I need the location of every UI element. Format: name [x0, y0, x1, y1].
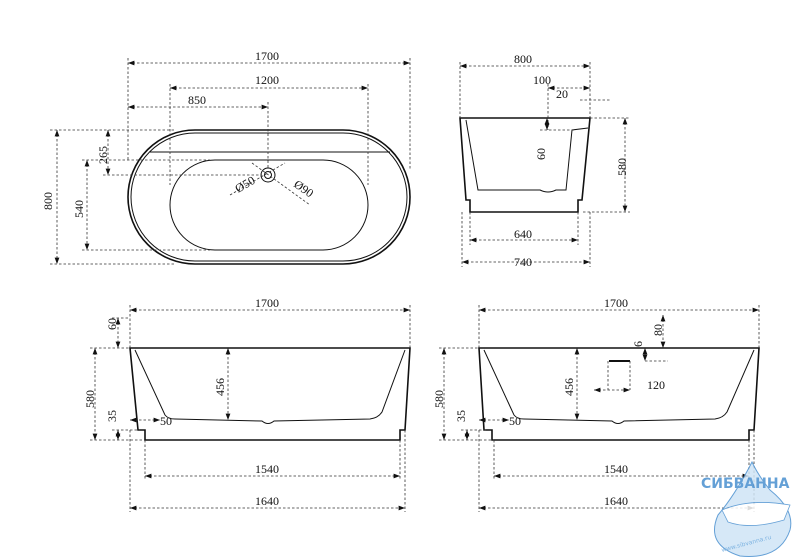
dim-side-step: 35: [105, 410, 119, 422]
dim-end-rim-width: 100: [533, 73, 551, 87]
tub-outer-rim: [127, 129, 411, 265]
side-view-left: 1700 60 580 456 35 50 1540 1640: [83, 296, 411, 512]
dim-plan-length: 1700: [255, 49, 279, 63]
dim-plan-basin-width: 540: [72, 200, 86, 218]
dim-end-rim-lip: 20: [556, 87, 568, 101]
dim-side-length: 1700: [255, 296, 279, 310]
dim-side-length: 1700: [604, 296, 628, 310]
basin-outline: [169, 159, 369, 251]
dim-side-rim: 60: [105, 318, 119, 330]
dim-side-base-inner: 1540: [255, 462, 279, 476]
dim-plan-drain-side: 265: [96, 146, 110, 164]
side-outer: [129, 347, 411, 441]
plan-view: Ø50 Ø90 1700 1200 850 800 540 265: [41, 49, 411, 265]
dim-drain-90: Ø90: [291, 177, 316, 200]
watermark-logo: СИБВАННА www.sibvanna.ru: [701, 460, 792, 557]
dim-end-base: 740: [514, 255, 532, 269]
dim-side-depth: 456: [213, 378, 227, 396]
dim-side-height: 580: [83, 390, 97, 408]
dim-side-height: 580: [432, 390, 446, 408]
dim-side-depth: 456: [562, 378, 576, 396]
dim-drain-50: Ø50: [233, 173, 258, 195]
end-view: 800 100 20 60 580 640 740: [459, 52, 630, 269]
dim-plan-basin-length: 1200: [255, 73, 279, 87]
dim-side-base: 1640: [604, 494, 628, 508]
dim-plan-drain-offset: 850: [188, 93, 206, 107]
end-inner: [465, 119, 589, 193]
side-view-right: 1700 80 6 580 456 120 35 50 1540 1640: [432, 296, 760, 512]
tub-rim-inner-edge: [130, 132, 408, 262]
dim-end-height: 580: [615, 158, 629, 176]
end-outer: [459, 117, 591, 213]
dim-overflow-width: 120: [647, 378, 665, 392]
dim-side-step-width: 50: [160, 414, 172, 428]
dim-side-step: 35: [454, 410, 468, 422]
dim-end-width: 800: [514, 52, 532, 66]
dim-plan-width: 800: [41, 192, 55, 210]
dim-end-base-inner: 640: [514, 227, 532, 241]
dim-side-base-inner: 1540: [604, 462, 628, 476]
dim-end-rim-depth: 60: [534, 148, 548, 160]
bathtub-icon: [721, 502, 791, 526]
dim-side-base: 1640: [255, 494, 279, 508]
side-inner: [134, 349, 406, 424]
dim-overflow-offset: 80: [651, 324, 665, 336]
drain-inner: [264, 171, 272, 179]
side-inner: [483, 349, 755, 424]
dim-line: [251, 162, 311, 206]
dim-line: [229, 162, 286, 196]
dim-side-step-width: 50: [509, 414, 521, 428]
dim-overflow-height: 6: [631, 341, 645, 347]
watermark-brand: СИБВАННА: [701, 476, 790, 492]
